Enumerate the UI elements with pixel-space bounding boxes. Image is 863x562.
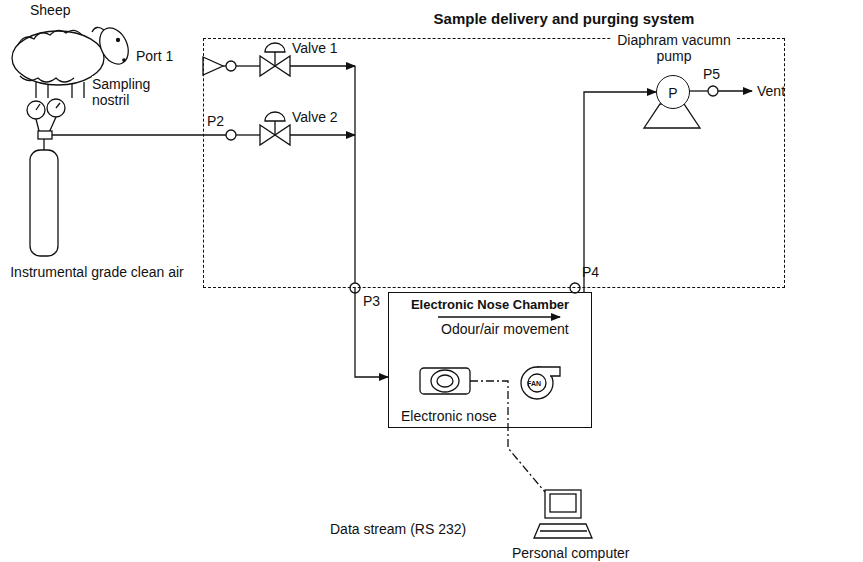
flow-line — [355, 288, 388, 377]
label-text: Vent — [757, 83, 785, 99]
label-text: Sheep — [30, 2, 70, 18]
flow-label: Odour/air movement — [441, 321, 569, 337]
label-text: Data stream (RS 232) — [330, 521, 466, 537]
device-label: Electronic nose — [401, 408, 497, 424]
data-stream-line — [470, 381, 545, 492]
electronic-nose-icon — [420, 368, 470, 394]
fan-icon — [521, 367, 560, 399]
system-title: Sample delivery and purging system — [354, 11, 774, 27]
system-boundary: Sample delivery and purging systemDiaphr… — [203, 38, 785, 288]
label-text: Sampling nostril — [92, 76, 162, 108]
pump-letter: P — [657, 85, 689, 101]
label-text: P4 — [582, 264, 599, 280]
label-text: Personal computer — [512, 545, 630, 561]
label-text: P2 — [207, 113, 224, 129]
label-text: Port 1 — [136, 48, 173, 64]
flow-line — [584, 92, 656, 292]
pump-label: Diaphram vacumn pump — [612, 32, 736, 64]
computer-icon — [534, 490, 592, 538]
gas-cylinder — [27, 99, 65, 256]
label-text: Valve 1 — [292, 40, 338, 56]
label-text: Instrumental grade clean air — [2, 264, 192, 280]
chamber-title: Electronic Nose Chamber — [389, 297, 591, 313]
port-symbol — [203, 57, 223, 75]
label-text: Valve 2 — [292, 109, 338, 125]
chamber-box: Electronic Nose ChamberOdour/air movemen… — [388, 292, 592, 428]
pump-circle: Diaphram vacumn pumpP — [656, 75, 690, 109]
label-text: P5 — [703, 66, 720, 82]
label-text: P3 — [363, 293, 380, 309]
label-text: FAN — [527, 379, 541, 389]
